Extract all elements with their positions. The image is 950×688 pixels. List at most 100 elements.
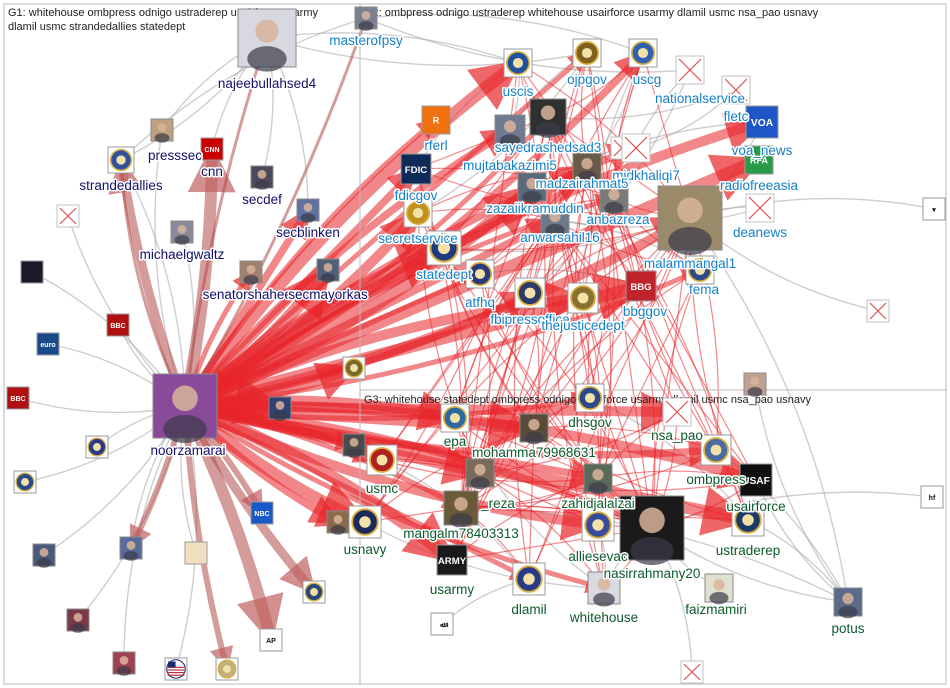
node-usmc[interactable] [366, 444, 398, 476]
node-u_bbc2[interactable]: BBC [6, 386, 30, 410]
node-u_photo1[interactable] [119, 536, 143, 561]
logo-icon: BBG [625, 270, 657, 302]
node-u_photo3[interactable] [66, 608, 90, 633]
node-nsa_pao[interactable] [662, 397, 692, 427]
node-noorzamarai[interactable] [152, 373, 218, 444]
profile-photo-icon [519, 413, 549, 445]
node-malammangal1[interactable] [657, 185, 723, 256]
node-mangalm78403313[interactable] [443, 490, 479, 528]
edge-115 [108, 156, 190, 408]
node-dlamil[interactable] [512, 562, 546, 596]
node-u_right2[interactable]: hf [920, 485, 944, 509]
node-presssec[interactable] [150, 118, 174, 143]
node-fbipressoffice[interactable] [514, 277, 546, 309]
node-fdicgov[interactable]: FDIC [400, 153, 432, 185]
svg-text:BBC: BBC [10, 396, 25, 403]
node-u_left2[interactable] [20, 260, 44, 284]
node-u_bbc1[interactable]: BBC [106, 313, 130, 337]
node-rferl[interactable]: R [421, 105, 451, 135]
node-u_broken1[interactable] [866, 299, 890, 323]
node-midkhaliqi7[interactable] [621, 133, 651, 163]
node-epa[interactable] [440, 403, 470, 433]
node-zahidjalalzai[interactable] [583, 463, 613, 495]
node-cnn[interactable]: CNN [200, 137, 224, 161]
node-najeebullahsed4[interactable] [237, 8, 297, 72]
node-u_photo4[interactable] [112, 651, 136, 676]
node-statedept[interactable] [426, 230, 462, 266]
profile-photo-icon [316, 258, 340, 283]
node-u_seal2[interactable] [13, 470, 37, 494]
node-u_broken3[interactable] [680, 660, 704, 684]
node-madzairahmat5[interactable] [572, 152, 602, 184]
edge-92 [182, 400, 456, 565]
node-zazaiikramuddin[interactable] [517, 172, 547, 204]
node-nasirrahmany20[interactable] [619, 495, 685, 566]
node-nationalservice[interactable] [675, 55, 705, 85]
node-senatorshaheen[interactable] [239, 260, 263, 285]
node-fema[interactable] [685, 255, 715, 285]
node-alliesevac[interactable] [581, 508, 615, 542]
seal-icon [700, 434, 732, 466]
node-label-strandedallies: strandedallies [79, 178, 163, 193]
node-label-deanews: deanews [733, 225, 787, 240]
node-radiofreeasia[interactable]: RFA [744, 145, 774, 175]
node-uscg[interactable] [628, 38, 658, 68]
node-uscis[interactable] [503, 48, 533, 78]
node-anwarsahil16[interactable] [540, 205, 570, 237]
node-reza[interactable] [465, 458, 495, 490]
node-deanews[interactable] [745, 193, 775, 223]
node-u_seal5[interactable] [342, 356, 366, 380]
node-u_photo6[interactable] [342, 433, 366, 458]
node-ojpgov[interactable] [572, 38, 602, 68]
edge-193 [597, 269, 701, 479]
node-u_nbc[interactable]: NBC [250, 501, 274, 525]
node-faizmamiri[interactable] [704, 573, 734, 605]
node-mohamma79968631[interactable] [519, 413, 549, 445]
node-u_seal3[interactable] [215, 657, 239, 681]
node-u_seal4[interactable] [302, 580, 326, 604]
node-u_seal1[interactable] [85, 435, 109, 459]
node-u_aljazeera[interactable] [184, 541, 208, 565]
node-voa_news[interactable]: VOA [745, 105, 779, 139]
node-mujtabakazimi5[interactable] [494, 114, 526, 148]
node-u_photo2[interactable] [32, 543, 56, 568]
node-secmayorkas[interactable] [316, 258, 340, 283]
node-ustraderep[interactable] [731, 503, 765, 537]
edge-242 [453, 166, 588, 419]
node-usnavy[interactable] [348, 505, 382, 539]
node-whitehouse[interactable] [587, 571, 621, 607]
node-thejusticedept[interactable] [567, 282, 599, 314]
node-secblinken[interactable] [296, 198, 320, 223]
edge-57 [364, 521, 605, 593]
node-strandedallies[interactable] [107, 146, 135, 174]
node-potus[interactable] [833, 587, 863, 619]
node-u_right1[interactable]: ▾ [922, 197, 946, 221]
edge-219 [479, 269, 701, 474]
node-sayedrashedsad3[interactable] [529, 98, 567, 138]
node-usarmy[interactable]: ARMY [436, 544, 468, 576]
profile-photo-icon [743, 372, 767, 397]
node-usairforce[interactable]: USAF [739, 463, 773, 497]
node-atfhq[interactable] [465, 259, 495, 289]
node-michaelgwaltz[interactable] [170, 220, 194, 245]
node-secretservice[interactable] [403, 198, 433, 228]
node-u_photo5[interactable] [268, 396, 292, 421]
node-u_left1[interactable] [56, 204, 80, 228]
node-u_flag[interactable] [164, 657, 188, 681]
node-u_euronews[interactable]: euro [36, 332, 60, 356]
node-u_photo7[interactable] [743, 372, 767, 397]
node-u_photo8[interactable] [326, 510, 350, 535]
node-label-sayedrashedsad3: sayedrashedsad3 [495, 140, 602, 155]
node-label-madzairahmat5: madzairahmat5 [535, 176, 628, 191]
node-anbazreza[interactable] [599, 183, 629, 215]
seal-icon [107, 146, 135, 174]
node-u_doc[interactable]: ﷲ [430, 612, 454, 636]
svg-text:VOA: VOA [751, 118, 774, 129]
node-u_ap[interactable]: AP [259, 628, 283, 652]
node-ombpress[interactable] [700, 434, 732, 466]
node-secdef[interactable] [250, 165, 274, 190]
node-fletc[interactable] [721, 75, 751, 105]
node-dhsgov[interactable] [575, 383, 605, 413]
node-masterofpsy[interactable] [354, 6, 378, 31]
node-bbggov[interactable]: BBG [625, 270, 657, 302]
